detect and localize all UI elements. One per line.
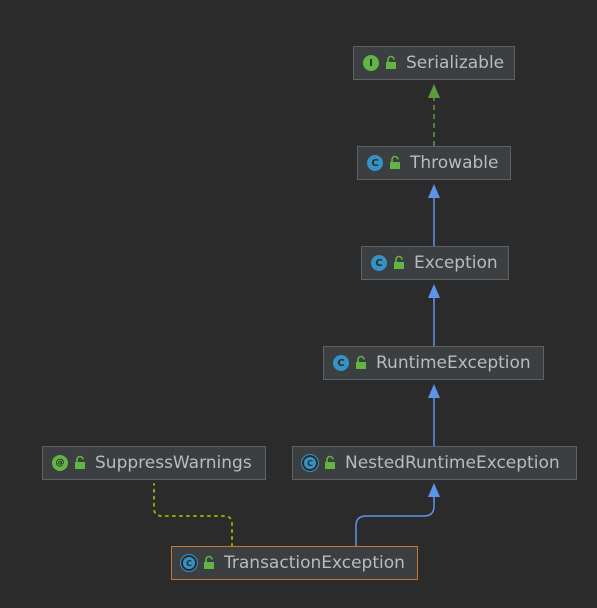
abstract-class-icon: C	[183, 557, 195, 569]
node-label: TransactionException	[224, 553, 405, 573]
node-throwable[interactable]: C Throwable	[357, 146, 511, 180]
node-runtime-exception[interactable]: C RuntimeException	[323, 346, 544, 380]
node-serializable[interactable]: I Serializable	[353, 46, 515, 80]
lock-icon	[390, 155, 400, 169]
class-icon: C	[333, 355, 349, 371]
arrowhead-runtimeexception	[428, 384, 440, 398]
edge-transactionexception-annotated-suppresswarnings	[153, 483, 233, 547]
lock-icon	[356, 355, 366, 369]
arrowhead-exception	[428, 284, 440, 298]
node-label: RuntimeException	[376, 353, 531, 373]
interface-icon: I	[363, 55, 379, 71]
class-icon: C	[367, 155, 383, 171]
arrowhead-nestedruntimeexception	[428, 483, 440, 497]
lock-icon	[204, 555, 214, 569]
lock-icon	[75, 455, 85, 469]
edge-transactionexception-extends-nestedruntimeexception	[355, 494, 435, 546]
lock-icon	[325, 455, 335, 469]
annotation-icon: @	[52, 455, 68, 471]
node-label: SuppressWarnings	[95, 453, 252, 473]
node-nested-runtime-exception[interactable]: C NestedRuntimeException	[292, 446, 577, 480]
lock-icon	[386, 55, 396, 69]
arrowhead-throwable	[428, 184, 440, 198]
node-suppress-warnings[interactable]: @ SuppressWarnings	[42, 446, 266, 480]
node-label: Throwable	[410, 153, 499, 173]
lock-icon	[394, 255, 404, 269]
class-icon: C	[371, 255, 387, 271]
node-label: Exception	[414, 253, 498, 273]
arrowhead-serializable	[428, 84, 440, 98]
node-transaction-exception[interactable]: C TransactionException	[171, 546, 418, 580]
node-label: NestedRuntimeException	[345, 453, 560, 473]
abstract-class-icon: C	[304, 457, 316, 469]
node-exception[interactable]: C Exception	[361, 246, 509, 280]
node-label: Serializable	[406, 53, 505, 73]
